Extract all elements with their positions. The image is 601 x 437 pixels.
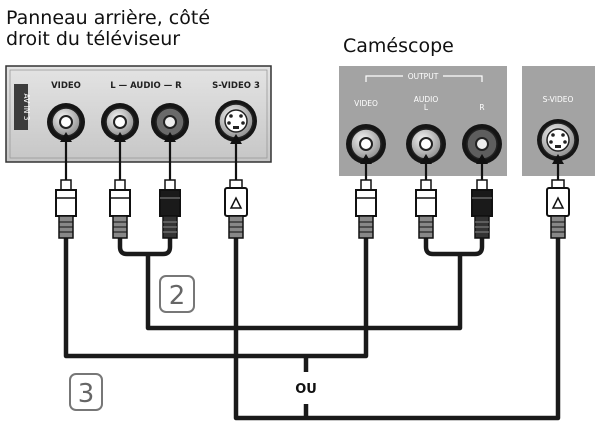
tv-svideo-jack[interactable] (215, 100, 257, 142)
camcorder-output-panel: OUTPUT VIDEO AUDIO L R (339, 66, 507, 176)
cables (63, 238, 561, 421)
tv-audio-label: L — AUDIO — R (110, 81, 182, 91)
svideo-cable (233, 238, 561, 421)
cam-audio-left-jack[interactable] (406, 124, 446, 164)
audio-cable-cam (423, 238, 485, 257)
cam-audio-right-jack[interactable] (462, 124, 502, 164)
step-2-number: 2 (169, 281, 186, 311)
cam-l-label: L (424, 103, 429, 112)
or-label: OU (295, 382, 317, 397)
tv-svideo-label: S-VIDEO 3 (212, 81, 260, 91)
step-2-box: 2 (159, 275, 195, 313)
tv-video-plug (55, 179, 77, 239)
tv-audio-left-plug (109, 179, 131, 239)
cam-r-label: R (479, 103, 484, 112)
tv-audio-right-plug (159, 179, 181, 239)
tv-panel-title-line1: Panneau arrière, côté (6, 7, 211, 29)
cam-video-jack[interactable] (346, 124, 386, 164)
tv-video-jack[interactable] (47, 103, 85, 141)
camcorder-title: Caméscope (343, 35, 454, 57)
audio-cable-tv (117, 238, 173, 257)
connection-arrows (60, 132, 564, 180)
av-in-3-label: AV IN 3 (22, 93, 31, 120)
cam-audio-left-plug (415, 179, 437, 239)
step-3-number: 3 (78, 379, 95, 409)
camcorder-svideo-panel: S-VIDEO (522, 66, 595, 176)
tv-video-label: VIDEO (51, 81, 81, 91)
av-in-3-badge (14, 84, 28, 130)
tv-panel-title-line2: droit du téléviseur (6, 28, 181, 50)
tv-audio-right-jack[interactable] (151, 103, 189, 141)
step-3-box: 3 (69, 373, 103, 411)
plugs (55, 179, 570, 239)
cam-audio-right-plug (471, 179, 493, 239)
audio-cable-main (145, 254, 463, 331)
tv-svideo-plug (224, 179, 248, 239)
cam-video-plug (355, 179, 377, 239)
video-cable (63, 238, 369, 359)
cam-output-label: OUTPUT (408, 72, 439, 81)
cam-svideo-label: S-VIDEO (543, 95, 574, 104)
cam-svideo-plug (546, 179, 570, 239)
cam-video-label: VIDEO (354, 99, 378, 108)
cam-audio-label: AUDIO (414, 95, 439, 104)
tv-rear-panel: AV IN 3 VIDEO L — AUDIO — R S-VIDEO 3 (5, 65, 272, 163)
tv-panel-title: Panneau arrière, côté droit du téléviseu… (6, 8, 210, 50)
